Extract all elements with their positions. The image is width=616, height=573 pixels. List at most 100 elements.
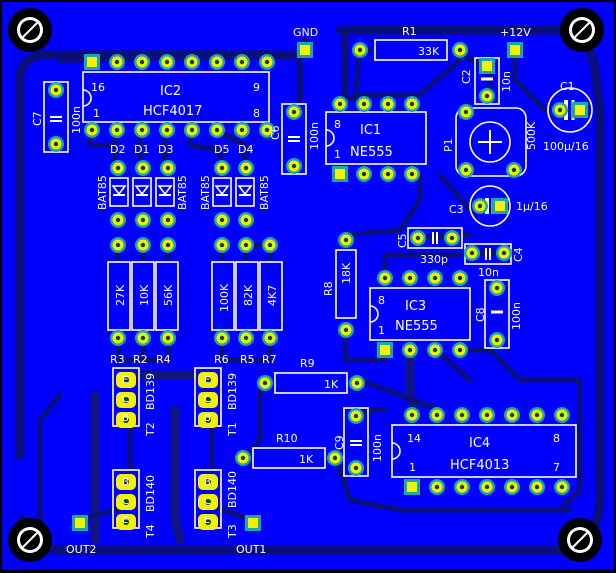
ic2-ref: IC2	[160, 84, 181, 99]
r10-pad	[235, 450, 251, 466]
ic2-part: HCF4017	[143, 104, 202, 119]
r4-body	[155, 261, 179, 331]
c1-pad	[572, 102, 588, 118]
ic2-pad-bottom	[109, 122, 125, 138]
t4-pin-b: B	[122, 477, 129, 488]
ic2-body	[82, 71, 270, 123]
c7-ref: C7	[31, 111, 44, 126]
mounting-hole-bottom-right	[558, 518, 602, 562]
t3-part: BD140	[226, 471, 239, 508]
ic3-pad-bottom	[377, 342, 393, 358]
c3-value: 1µ/16	[516, 200, 548, 213]
c5-ref: C5	[396, 233, 409, 248]
ic4-pad-bottom	[404, 479, 420, 495]
ic2-pad-top	[84, 54, 100, 70]
transistor-pad	[116, 392, 136, 408]
ic4-pad-top	[504, 407, 520, 423]
r10-value: 1K	[299, 453, 314, 466]
c5-pad	[444, 230, 460, 246]
ic2-pad-top	[109, 54, 125, 70]
d1-body	[132, 177, 152, 207]
diode-pad	[238, 212, 254, 228]
ic3-pin8-label: 8	[378, 294, 385, 307]
resistor-pad	[135, 237, 151, 253]
ic1-pad-bottom	[380, 166, 396, 182]
r8-pad	[338, 232, 354, 248]
ic2-pad-top	[159, 54, 175, 70]
ic1-part: NE555	[350, 145, 393, 160]
r6-ref: R6	[214, 353, 229, 366]
r9-body	[274, 372, 348, 394]
r4-value: 56K	[162, 284, 175, 306]
t3-pin-e: E	[204, 515, 210, 526]
ic3-pad-top	[377, 270, 393, 286]
ic1-pad-top	[404, 96, 420, 112]
ic4-part: HCF4013	[450, 458, 509, 473]
diode-pad	[135, 160, 151, 176]
ic4-pad-top	[554, 407, 570, 423]
resistor-pad	[238, 237, 254, 253]
ic4-pin8-label: 8	[553, 432, 560, 445]
transistor-pad	[116, 494, 136, 510]
diode-pad	[110, 212, 126, 228]
r8-pad	[338, 322, 354, 338]
p1-pad	[506, 162, 522, 178]
r10-ref: R10	[276, 432, 298, 445]
ic3-pin1-label: 1	[378, 324, 385, 337]
resistor-pad	[110, 330, 126, 346]
diode-symbol	[111, 185, 127, 196]
ic4-pad-bottom	[479, 479, 495, 495]
ic2-pad-top	[234, 54, 250, 70]
ic2-pad-bottom	[259, 122, 275, 138]
r2-ref: R2	[133, 353, 148, 366]
t2-part: BD139	[144, 373, 157, 410]
c4-pad	[464, 245, 480, 261]
c1-ref: C1	[560, 80, 575, 93]
d2-ref: D2	[110, 143, 125, 156]
c6-pad	[286, 104, 302, 120]
ic1-ref: IC1	[360, 123, 381, 138]
p1-dial[interactable]	[469, 121, 511, 163]
ic2-pin1-label: 1	[93, 107, 100, 120]
diode-symbol	[214, 185, 230, 196]
c4-ref: C4	[512, 247, 525, 262]
r3-value: 27K	[114, 284, 127, 306]
r7-body	[259, 261, 283, 331]
c9-pad	[348, 408, 364, 424]
mounting-hole-top-right	[560, 8, 604, 52]
r7-value: 4K7	[266, 285, 279, 306]
ic1-pad-top	[356, 96, 372, 112]
ic4-pad-top	[404, 407, 420, 423]
transistor-pad	[198, 514, 218, 530]
r8-body	[335, 249, 357, 319]
ic2-pad-bottom	[184, 122, 200, 138]
c9-ref: C9	[333, 435, 346, 450]
ic3-ref: IC3	[405, 299, 426, 314]
diode-symbol	[157, 185, 173, 196]
d5-body	[212, 177, 232, 207]
diode-symbol	[134, 185, 150, 196]
c6-ref: C6	[269, 125, 282, 140]
solder-pads	[48, 42, 588, 531]
t1-pin-e: E	[204, 375, 210, 386]
r5-ref: R5	[240, 353, 255, 366]
ic3-part: NE555	[395, 319, 438, 334]
diode-pad	[214, 160, 230, 176]
r3-body	[107, 261, 131, 331]
ic2-pad-top	[184, 54, 200, 70]
c3-pad	[472, 198, 488, 214]
out1-pad	[245, 515, 261, 531]
out2-pad	[72, 515, 88, 531]
d3-ref: D3	[158, 143, 173, 156]
resistor-pad	[160, 237, 176, 253]
c5-body	[407, 227, 463, 249]
ic4-pad-bottom	[429, 479, 445, 495]
ic2-pad-bottom	[209, 122, 225, 138]
mounting-holes	[8, 8, 604, 562]
transistor-pad	[116, 412, 136, 428]
r6-value: 100K	[218, 283, 231, 312]
r1-value: 33K	[418, 45, 440, 58]
ic2-pad-top	[134, 54, 150, 70]
d5-ref: D5	[214, 143, 229, 156]
